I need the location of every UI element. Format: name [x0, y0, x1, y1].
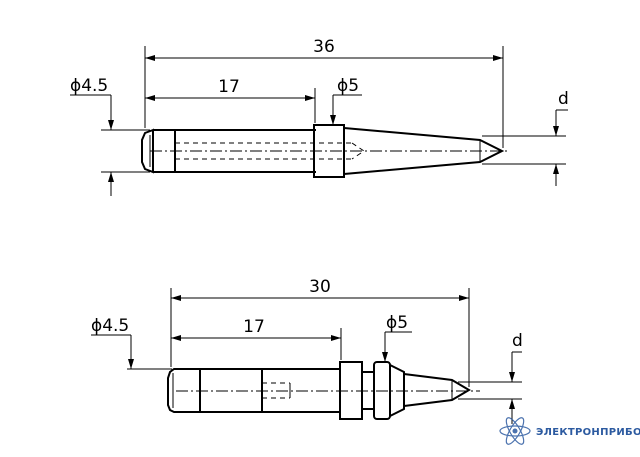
- top-tip-body: [141, 124, 510, 178]
- brand-name: ЭЛЕКТРОНПРИБОР: [536, 427, 640, 438]
- bottom-dim-overall-length: 30: [170, 277, 470, 387]
- bottom-shank-length-label: 17: [243, 317, 265, 337]
- bottom-dim-shank-length: 17: [171, 317, 342, 360]
- atom-logo-icon: [499, 417, 531, 445]
- bottom-shank-diameter-label: ϕ4.5: [91, 316, 129, 336]
- brand-watermark: ЭЛЕКТРОНПРИБОР: [499, 417, 640, 445]
- top-tip-drawing: 36 17 ϕ4.5 ϕ5: [70, 37, 569, 196]
- bottom-collar-diameter-label: ϕ5: [386, 313, 408, 333]
- top-dim-overall-length: 36: [144, 37, 504, 148]
- top-collar-diameter-label: ϕ5: [337, 76, 359, 96]
- top-dim-shank-length: 17: [145, 77, 316, 123]
- bottom-dim-collar-diameter: ϕ5: [382, 313, 412, 362]
- top-tip-dimension-label: d: [558, 89, 569, 109]
- top-shank-length-label: 17: [218, 77, 240, 97]
- bottom-overall-length-label: 30: [309, 277, 331, 297]
- top-dim-collar-diameter: ϕ5: [330, 76, 362, 125]
- bottom-tip-drawing: 30 17 ϕ4.5 ϕ5 d: [91, 277, 523, 424]
- top-shank-diameter-label: ϕ4.5: [70, 76, 108, 96]
- bottom-dim-shank-diameter: ϕ4.5: [91, 316, 172, 370]
- top-dim-shank-diameter: ϕ4.5: [70, 76, 150, 196]
- top-dim-tip: d: [482, 89, 569, 186]
- top-overall-length-label: 36: [313, 37, 335, 57]
- bottom-tip-dimension-label: d: [512, 331, 523, 351]
- bottom-dim-tip: d: [458, 331, 523, 424]
- bottom-tip-body: [167, 361, 480, 420]
